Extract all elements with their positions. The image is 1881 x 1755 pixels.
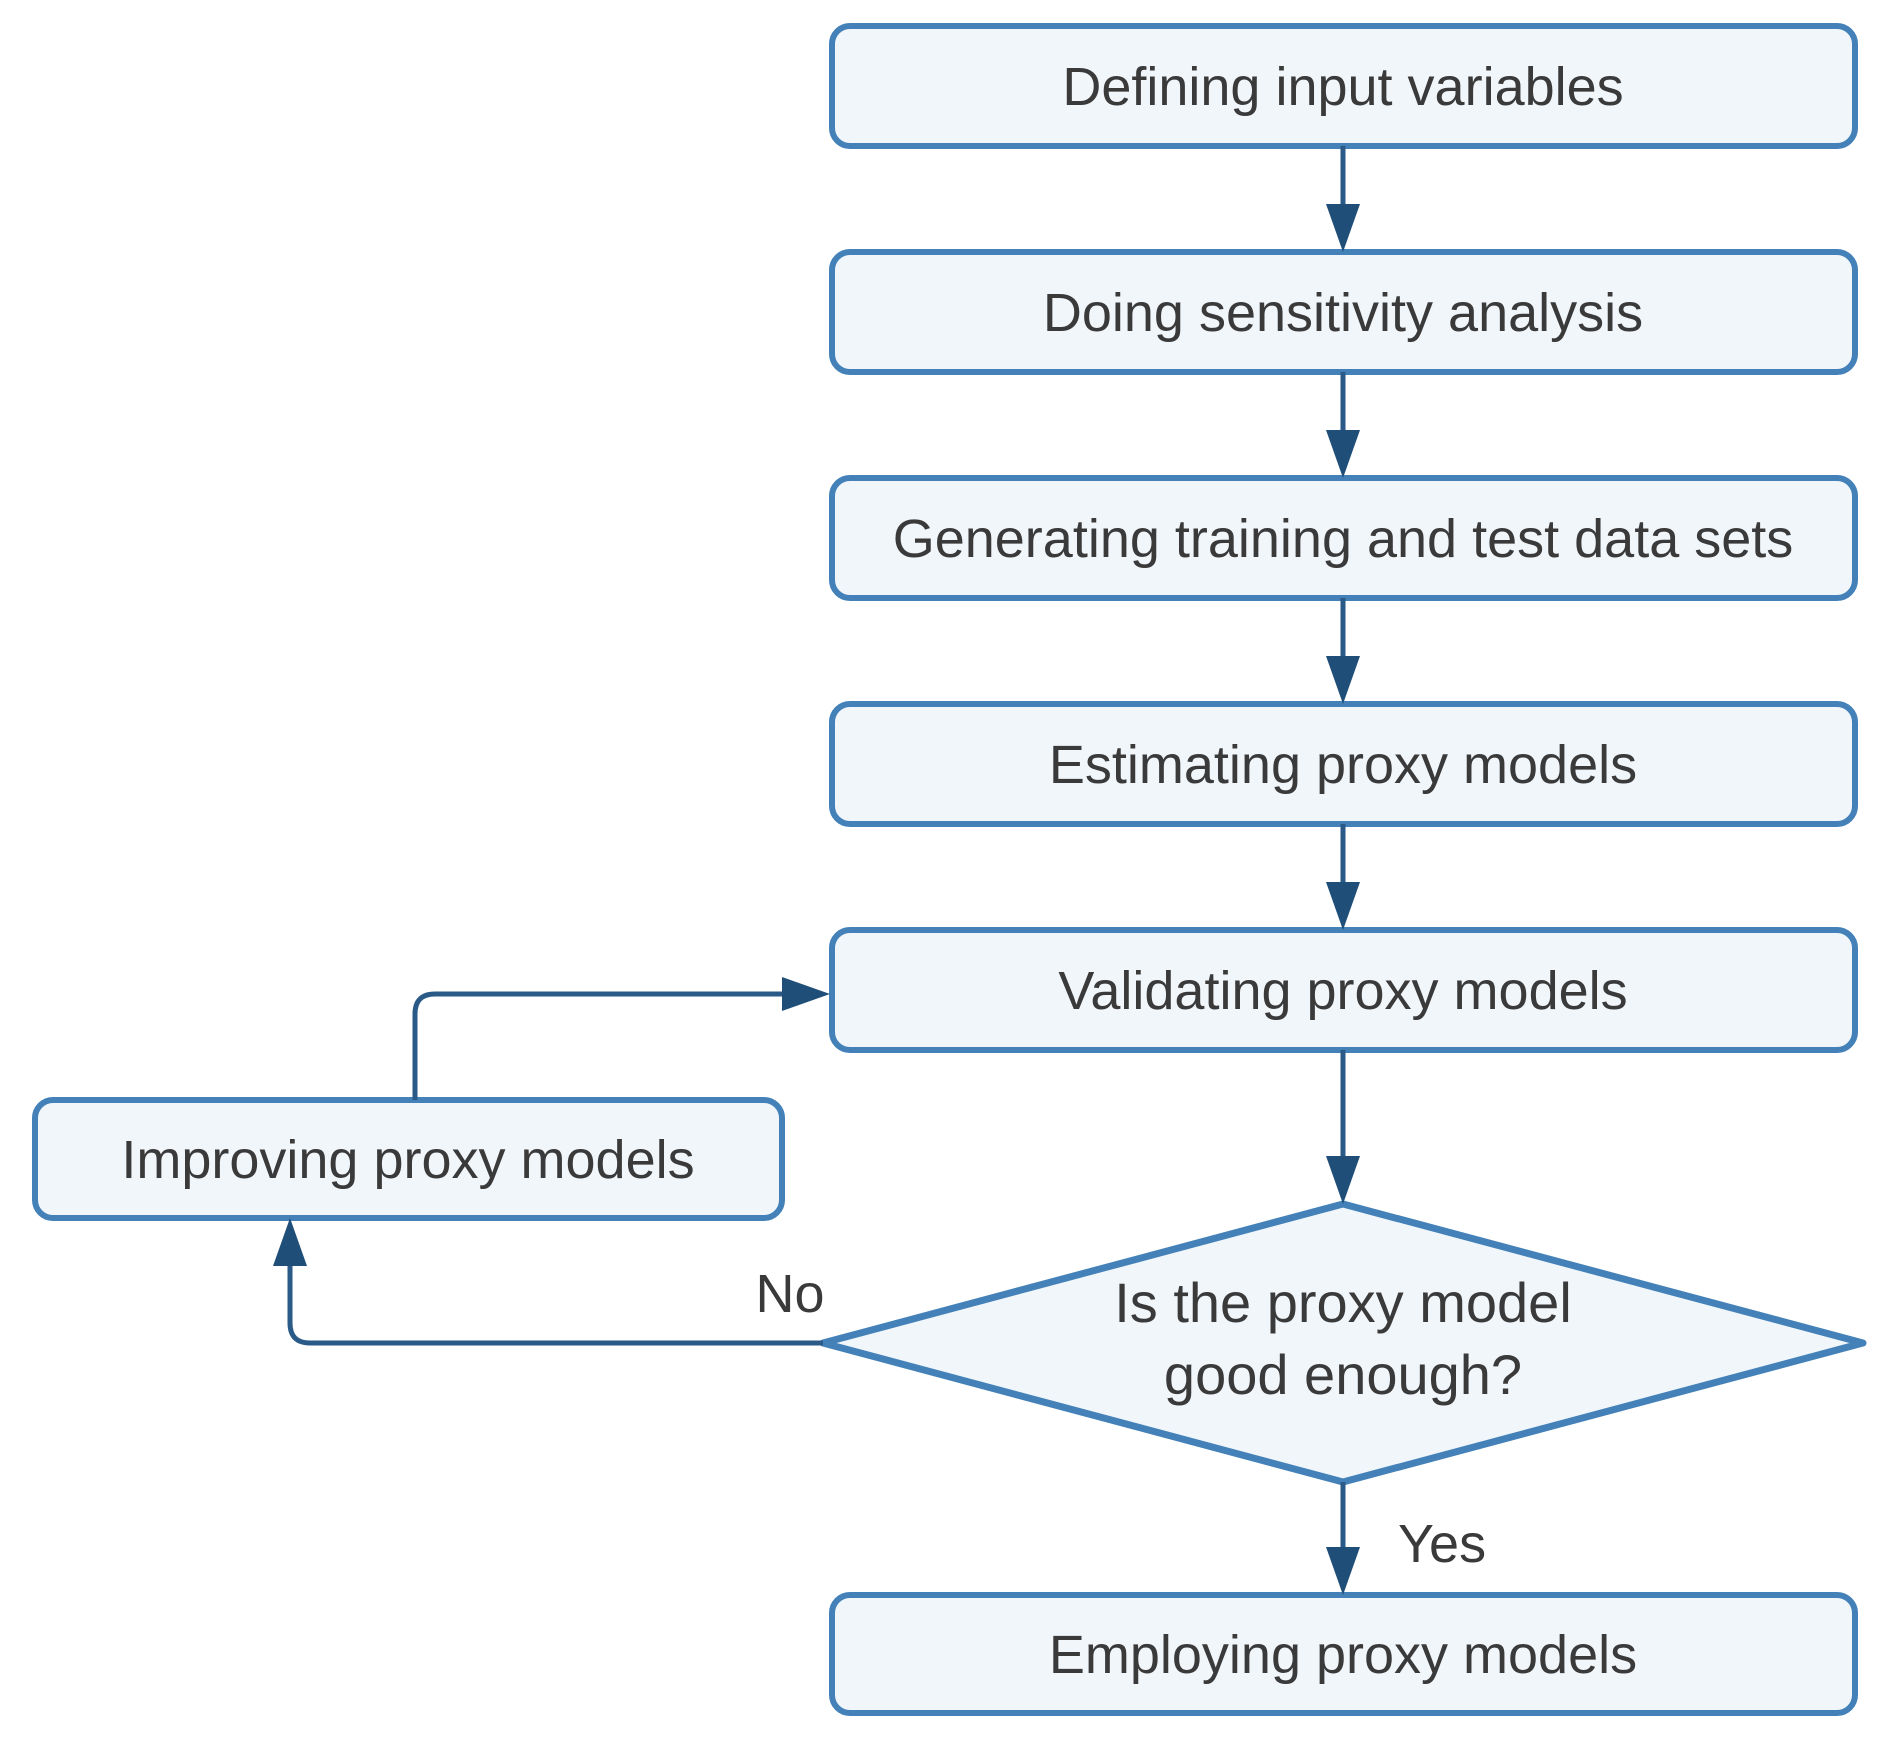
arrow-improve-to-validating	[412, 977, 830, 1100]
arrowhead-up-icon	[273, 1218, 307, 1266]
arrowhead-right-icon	[782, 977, 830, 1011]
node-box	[32, 1097, 785, 1221]
node-label: Generating training and test data sets	[893, 509, 1794, 569]
arrow-step3-to-step4	[1326, 598, 1360, 704]
arrowhead-down-icon	[1326, 882, 1360, 930]
node-label: Employing proxy models	[1049, 1625, 1637, 1685]
node-validating-proxy-models: Validating proxy models	[829, 927, 1858, 1053]
arrowhead-down-icon	[1326, 656, 1360, 704]
arrow-decision-yes-to-employ: Yes	[1326, 1482, 1486, 1595]
arrowhead-down-icon	[1326, 430, 1360, 478]
arrow-step1-to-step2	[1326, 146, 1360, 252]
arrow-step4-to-step5	[1326, 824, 1360, 930]
node-label: Estimating proxy models	[1049, 735, 1637, 795]
node-employing-proxy-models: Employing proxy models	[829, 1592, 1858, 1716]
node-estimating-proxy-models: Estimating proxy models	[829, 701, 1858, 827]
arrowhead-down-icon	[1326, 1156, 1360, 1204]
node-generating-training-test-data: Generating training and test data sets	[829, 475, 1858, 601]
arrow-decision-no-to-improve: No	[273, 1218, 825, 1346]
edge-label-no: No	[755, 1264, 824, 1324]
arrow-step2-to-step3	[1326, 372, 1360, 478]
decision-label-line2: good enough?	[1164, 1343, 1522, 1406]
node-label: Doing sensitivity analysis	[1043, 283, 1643, 343]
node-improving-proxy-models: Improving proxy models	[32, 1097, 785, 1221]
decision-label-line1: Is the proxy model	[1114, 1271, 1572, 1334]
node-doing-sensitivity-analysis: Doing sensitivity analysis	[829, 249, 1858, 375]
arrowhead-down-icon	[1326, 1547, 1360, 1595]
node-decision-proxy-good-enough: Is the proxy model good enough?	[819, 1200, 1867, 1486]
arrowhead-down-icon	[1326, 204, 1360, 252]
node-label: Improving proxy models	[121, 1130, 694, 1190]
edge-label-yes: Yes	[1398, 1514, 1486, 1574]
node-box	[829, 1592, 1858, 1716]
arrow-step5-to-decision	[1326, 1050, 1360, 1204]
node-defining-input-variables: Defining input variables	[829, 23, 1858, 149]
node-label: Defining input variables	[1062, 57, 1623, 117]
node-label: Validating proxy models	[1058, 961, 1627, 1021]
